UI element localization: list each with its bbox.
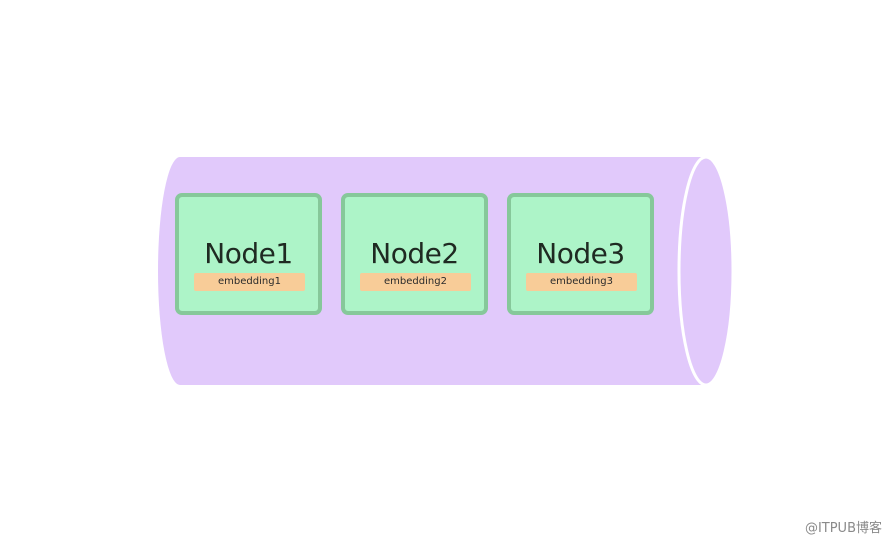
- node-title: Node1: [204, 237, 293, 270]
- node-card-1: Node1 embedding1: [175, 193, 322, 315]
- node-title: Node3: [536, 237, 625, 270]
- embedding-tag: embedding2: [360, 273, 471, 291]
- node-title: Node2: [370, 237, 459, 270]
- watermark: @ITPUB博客: [804, 521, 882, 536]
- embedding-tag: embedding1: [194, 273, 305, 291]
- cylinder-end-cap: [677, 155, 735, 387]
- node-card-2: Node2 embedding2: [341, 193, 488, 315]
- node-card-3: Node3 embedding3: [507, 193, 654, 315]
- embedding-tag: embedding3: [526, 273, 637, 291]
